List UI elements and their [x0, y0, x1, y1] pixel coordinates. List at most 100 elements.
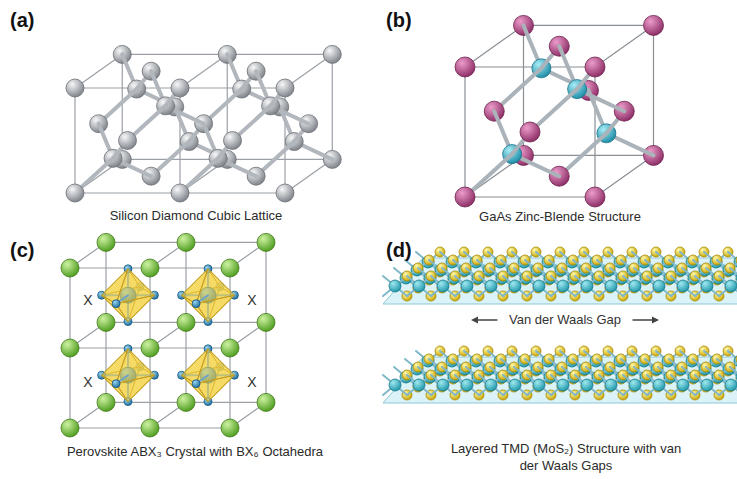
x-anion: [192, 380, 200, 388]
zinc-blende-lattice: [455, 15, 664, 207]
silicon-atom: [171, 79, 189, 97]
x-anion: [112, 380, 120, 388]
a-cation: [221, 339, 239, 357]
layer-sheet: [383, 357, 737, 403]
a-cation: [97, 313, 115, 331]
cell-edge: [465, 66, 595, 67]
perovskite-lattice: [61, 233, 275, 437]
molybdenum-atom: [461, 379, 473, 391]
molybdenum-atom: [557, 379, 569, 391]
gap-label: Van der Waals Gap: [506, 312, 624, 328]
molybdenum-atom: [413, 280, 425, 292]
mos2-layer: [383, 247, 737, 304]
molybdenum-atom: [557, 280, 569, 292]
site-label: X: [245, 292, 258, 308]
molybdenum-atom: [653, 379, 665, 391]
layer-sheet: [383, 258, 737, 304]
a-cation: [257, 233, 275, 251]
molybdenum-atom: [725, 280, 737, 292]
gallium-atom: [455, 187, 475, 207]
cell-edge: [595, 155, 654, 197]
cell-edge: [465, 25, 524, 67]
gallium-atom: [455, 57, 475, 77]
silicon-lattice: [66, 45, 341, 202]
a-cation: [61, 419, 79, 437]
silicon-atom: [276, 184, 294, 202]
site-label: X: [81, 292, 94, 308]
figure-caption: GaAs Zinc-Blende Structure: [390, 208, 730, 225]
a-cation: [141, 259, 159, 277]
a-cation: [141, 339, 159, 357]
a-cation: [177, 393, 195, 411]
molybdenum-atom: [509, 280, 521, 292]
molybdenum-atom: [389, 280, 401, 292]
molybdenum-atom: [629, 379, 641, 391]
molybdenum-atom: [605, 379, 617, 391]
a-cation: [61, 339, 79, 357]
a-cation: [97, 233, 115, 251]
site-label: X: [245, 374, 258, 390]
panel-letter: (c): [10, 238, 34, 262]
molybdenum-atom: [533, 280, 545, 292]
cell-edge: [524, 25, 654, 26]
silicon-atom: [66, 79, 84, 97]
gallium-atom: [585, 187, 605, 207]
figure-caption: Layered TMD (MoS₂) Structure with van de…: [449, 440, 684, 474]
x-anion: [112, 300, 120, 308]
molybdenum-atom: [605, 280, 617, 292]
cell-edge: [653, 25, 654, 155]
sulfur-atom: [736, 354, 737, 364]
molybdenum-atom: [677, 280, 689, 292]
x-anion: [192, 300, 200, 308]
molybdenum-atom: [533, 379, 545, 391]
figure-caption: Perovskite ABX₃ Crystal with BX₆ Octahed…: [15, 443, 375, 460]
molybdenum-atom: [629, 280, 641, 292]
arrow-shaft: [475, 319, 497, 320]
panel-letter: (d): [386, 238, 412, 262]
molybdenum-atom: [437, 379, 449, 391]
cell-edge: [74, 88, 75, 193]
molybdenum-atom: [677, 379, 689, 391]
silicon-atom: [66, 184, 84, 202]
cell-edge: [332, 54, 333, 159]
molybdenum-atom: [701, 280, 713, 292]
molybdenum-atom: [389, 379, 401, 391]
a-cation: [97, 393, 115, 411]
panel-letter: (b): [386, 8, 412, 32]
cell-edge: [464, 67, 465, 197]
a-cation: [61, 259, 79, 277]
panel-letter: (a): [10, 8, 34, 32]
molybdenum-atom: [461, 280, 473, 292]
molybdenum-atom: [437, 280, 449, 292]
molybdenum-atom: [485, 280, 497, 292]
silicon-atom: [323, 45, 341, 63]
cell-edge: [524, 155, 654, 156]
a-cation: [221, 419, 239, 437]
mos2-layer: [383, 346, 737, 403]
arrow-shaft: [633, 319, 655, 320]
site-label: X: [81, 374, 94, 390]
arrow-head: [471, 317, 478, 324]
molybdenum-atom: [653, 280, 665, 292]
cell-edge: [465, 196, 595, 197]
molybdenum-atom: [485, 379, 497, 391]
molybdenum-atom: [725, 379, 737, 391]
a-cation: [177, 313, 195, 331]
molybdenum-atom: [509, 379, 521, 391]
sulfur-atom: [736, 255, 737, 265]
silicon-atom: [119, 132, 137, 150]
gallium-atom: [644, 15, 664, 35]
gallium-atom: [585, 57, 605, 77]
a-cation: [257, 313, 275, 331]
gallium-atom: [520, 122, 540, 142]
figure-caption: Silicon Diamond Cubic Lattice: [26, 207, 366, 224]
silicon-atom: [224, 132, 242, 150]
silicon-atom: [171, 184, 189, 202]
cell-edge: [595, 25, 654, 67]
molybdenum-atom: [701, 379, 713, 391]
a-cation: [221, 259, 239, 277]
a-cation: [141, 419, 159, 437]
arrow-head: [652, 317, 659, 324]
